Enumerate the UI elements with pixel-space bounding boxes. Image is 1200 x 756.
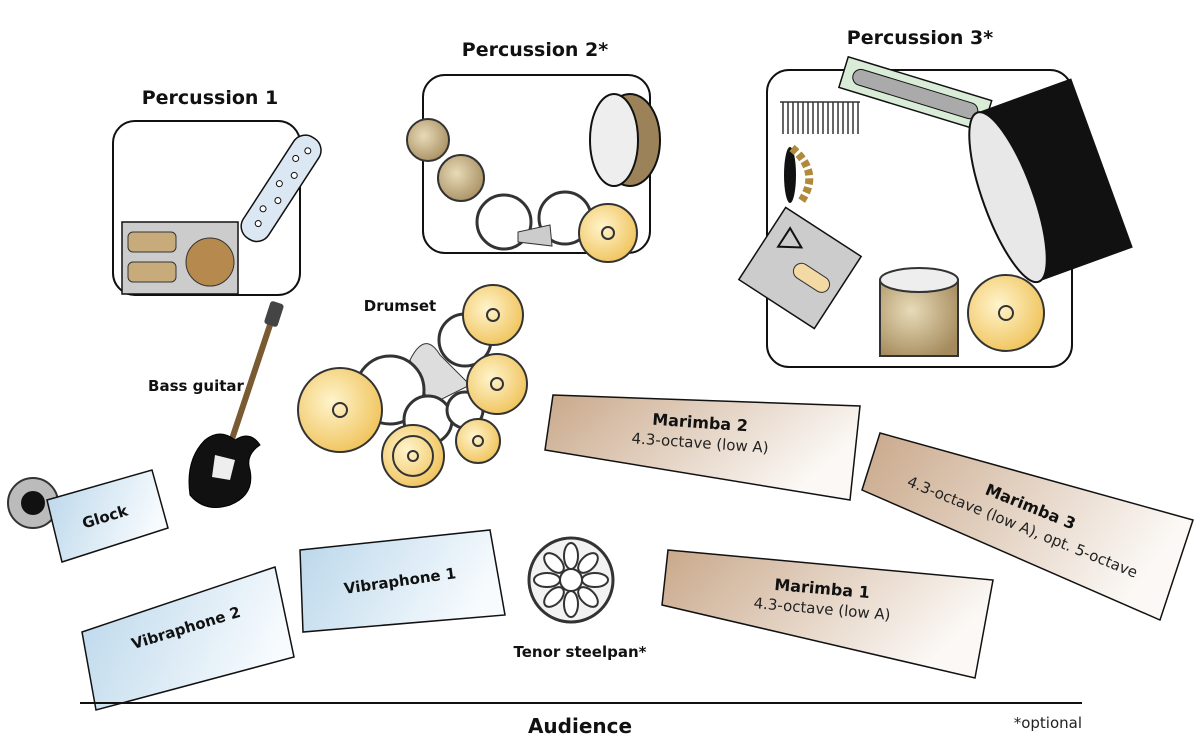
splash-cymbal-icon [455, 418, 501, 464]
glock-instrument [46, 469, 169, 563]
shaker-icon [127, 231, 177, 253]
drumset-label: Drumset [364, 297, 436, 315]
marimba-1-instrument [661, 549, 994, 679]
optional-footnote: *optional [1014, 714, 1082, 732]
tambourine-icon [784, 147, 796, 203]
glock: Glock [7, 469, 169, 563]
ride-cymbal-icon [297, 367, 383, 453]
bass-guitar-icon [188, 301, 284, 508]
percussion-1-label: Percussion 1 [142, 87, 279, 109]
percussion-3-station: Percussion 3* [737, 27, 1133, 368]
percussion-2-label: Percussion 2* [462, 39, 609, 61]
vibraphone-2: Vibraphone 2 [81, 566, 295, 711]
percussion-3-label: Percussion 3* [847, 27, 994, 49]
shaker-icon [127, 261, 177, 283]
chimes-icon [780, 101, 860, 134]
bass-guitar-label: Bass guitar [148, 377, 244, 395]
hi-hat-icon [381, 424, 445, 488]
bongo-icon [437, 154, 485, 202]
marimba-2: Marimba 2 4.3-octave (low A) [544, 394, 861, 501]
marimba-3-instrument [861, 432, 1194, 622]
percussion-2-station: Percussion 2* [406, 39, 661, 263]
cymbal-icon [578, 203, 638, 263]
bass-guitar: Bass guitar [148, 301, 284, 508]
shekere-icon [185, 237, 235, 287]
vibraphone-2-instrument [81, 566, 295, 711]
crash-cymbal-icon [462, 284, 524, 346]
cowbell-icon [517, 224, 553, 247]
trap-table-icon [737, 206, 863, 330]
percussion-1-station: Percussion 1 [112, 87, 322, 296]
vibraphone-1-instrument [299, 529, 506, 633]
drumset: Drumset [297, 284, 528, 488]
marimba-1: Marimba 1 4.3-octave (low A) [661, 549, 994, 679]
marimba-2-instrument [544, 394, 861, 501]
pan-flute-icon [240, 134, 322, 243]
cymbal-icon [967, 274, 1045, 352]
audience-label: Audience [528, 714, 632, 738]
gong-drum-icon [968, 78, 1133, 284]
tenor-steelpan: Tenor steelpan* [514, 536, 647, 661]
tenor-steelpan-label: Tenor steelpan* [514, 643, 647, 661]
bongo-icon [406, 118, 450, 162]
vibraphone-1: Vibraphone 1 [299, 529, 506, 633]
crash-cymbal-icon [466, 353, 528, 415]
